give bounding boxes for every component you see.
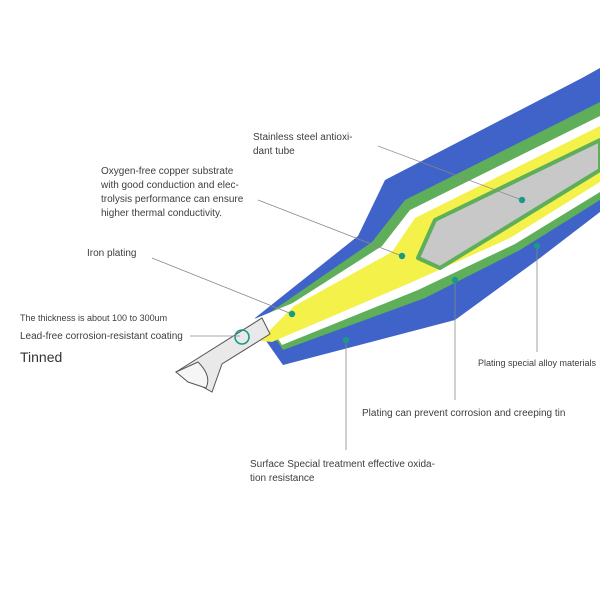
label-copper-substrate: Oxygen-free copper substrate with good c…: [101, 166, 244, 219]
inner-rod: [416, 138, 600, 270]
dot-alloy: [533, 242, 541, 250]
label-thickness: The thickness is about 100 to 300um: [20, 313, 168, 323]
leader-lines: [151, 145, 538, 450]
dot-stainless: [518, 196, 526, 204]
label-stainless-tube: Stainless steel antioxi- dant tube: [253, 132, 353, 157]
marker-dots: [288, 196, 541, 344]
label-tinned: Tinned: [20, 349, 63, 365]
leader-iron: [151, 257, 293, 315]
tip-bevel: [175, 361, 209, 389]
dot-copper: [398, 252, 406, 260]
label-surface-treatment: Surface Special treatment effective oxid…: [250, 459, 435, 484]
label-lead-free-coating: Lead-free corrosion-resistant coating: [20, 331, 183, 342]
leader-copper: [257, 199, 403, 257]
dot-surface: [342, 336, 350, 344]
dot-plating: [451, 276, 459, 284]
yellow-copper-core: [236, 126, 600, 342]
dot-iron: [288, 310, 296, 318]
thickness-ring: [234, 329, 250, 345]
label-plating-corrosion: Plating can prevent corrosion and creepi…: [362, 408, 566, 419]
label-iron-plating: Iron plating: [87, 248, 137, 259]
leader-stainless: [377, 145, 523, 201]
label-alloy-materials: Plating special alloy materials: [478, 358, 597, 368]
